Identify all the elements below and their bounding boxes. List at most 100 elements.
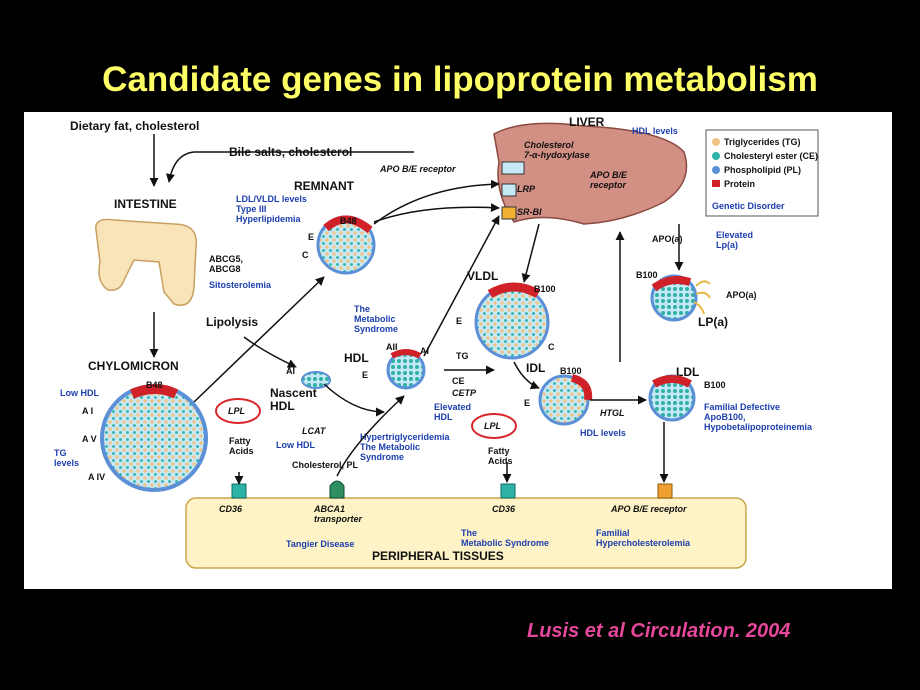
hdl-apo-aii — [390, 349, 422, 359]
apo-receptor-tissue — [657, 483, 673, 499]
ldl-b100-label: B100 — [704, 380, 726, 390]
lipolysis-label: Lipolysis — [206, 315, 258, 329]
hdl-e-label: E — [362, 370, 368, 380]
lpl-highlight-2 — [471, 413, 517, 439]
chylomicron-b48-label: B48 — [146, 380, 163, 390]
legend-box — [705, 129, 819, 217]
vldl-particle — [474, 284, 550, 360]
tangier-label: Tangier Disease — [286, 539, 354, 549]
chylomicron-apo-b48 — [130, 384, 179, 399]
remnant-c-label: C — [302, 250, 309, 260]
vldl-e-label: E — [456, 316, 462, 326]
legend-tg-label: Triglycerides (TG) — [724, 137, 801, 147]
hdl-ai-label: AI — [420, 346, 429, 356]
legend-pl-swatch — [712, 166, 720, 174]
idl-apo-b100 — [570, 374, 593, 401]
vldl-c-label: C — [548, 342, 555, 352]
legend-protein-label: Protein — [724, 179, 755, 189]
peripheral-title: PERIPHERAL TISSUES — [372, 549, 504, 563]
idl-b100-label: B100 — [560, 366, 582, 376]
cd36-receptor-1 — [231, 483, 247, 499]
aiv-label: A IV — [88, 472, 105, 482]
lpa-b100-label: B100 — [636, 270, 658, 280]
htgl-label: HTGL — [600, 408, 625, 418]
lrp-label: LRP — [517, 184, 536, 194]
dietary-label: Dietary fat, cholesterol — [70, 119, 199, 133]
flow-arrows — [149, 134, 684, 485]
lpl-label-1: LPL — [228, 406, 245, 416]
apo-receptor-label: APO B/E receptor — [379, 164, 456, 174]
apo-receptor-box — [501, 161, 525, 175]
remnant-label: REMNANT — [294, 179, 355, 193]
vldl-label: VLDL — [467, 269, 498, 283]
apoa-label-top: APO(a) — [652, 234, 683, 244]
legend-protein-swatch — [712, 180, 720, 187]
legend-pl-label: Phospholipid (PL) — [724, 165, 801, 175]
ldl-apo-b100 — [652, 375, 692, 388]
nascent-ai-label: AI — [286, 366, 295, 376]
srbi-box — [501, 206, 517, 220]
cetp-label: CETP — [452, 388, 477, 398]
low-hdl-2: Low HDL — [276, 440, 315, 450]
lpa-label: LP(a) — [698, 315, 728, 329]
legend-ce-swatch — [712, 152, 720, 160]
liver-hdl-levels: HDL levels — [632, 126, 678, 136]
ldl-label: LDL — [676, 365, 699, 379]
chylomicron-particle — [100, 384, 208, 492]
lpl-label-2: LPL — [484, 421, 501, 431]
hdl-aii-label: AII — [386, 342, 398, 352]
idl-e-label: E — [524, 398, 530, 408]
cd36-receptor-2 — [500, 483, 516, 499]
ai-label: A I — [82, 406, 93, 416]
tg-label: TG — [456, 351, 469, 361]
lpl-highlight-1 — [215, 398, 261, 424]
cd36-label-2: CD36 — [492, 504, 516, 514]
peripheral-tissues-box — [185, 497, 747, 569]
citation: Lusis et al Circulation. 2004 — [527, 620, 791, 642]
abca1-receptor — [329, 480, 345, 499]
remnant-b48-label: B48 — [340, 216, 357, 226]
lrp-box — [501, 183, 517, 197]
liver-title: LIVER — [569, 115, 605, 129]
legend-disorder-label: Genetic Disorder — [712, 201, 785, 211]
srbi-label: SR-BI — [517, 207, 542, 217]
intestine-shape — [95, 218, 198, 306]
vldl-apo-b100 — [487, 282, 541, 298]
lpa-apo-b100 — [651, 276, 692, 292]
av-label: A V — [82, 434, 97, 444]
sitosterolemia-label: Sitosterolemia — [209, 280, 272, 290]
cd36-label-1: CD36 — [219, 504, 243, 514]
apo-receptor-peripheral: APO B/E receptor — [610, 504, 687, 514]
cholesterol-pl-label: Cholesterol, PL — [292, 460, 359, 470]
apoa-strands — [693, 280, 711, 315]
hdl-label: HDL — [344, 351, 369, 365]
low-hdl-label: Low HDL — [60, 388, 99, 398]
chylomicron-label: CHYLOMICRON — [88, 359, 179, 373]
liver-shape — [493, 122, 688, 225]
ce-label: CE — [452, 376, 465, 386]
vldl-b100-label: B100 — [534, 284, 556, 294]
apoa-label: APO(a) — [726, 290, 757, 300]
idl-label: IDL — [526, 361, 545, 375]
hdl-levels-2: HDL levels — [580, 428, 626, 438]
slide-title: Candidate genes in lipoprotein metabolis… — [102, 60, 818, 99]
lcat-label: LCAT — [302, 426, 327, 436]
legend-tg-swatch — [712, 138, 720, 146]
